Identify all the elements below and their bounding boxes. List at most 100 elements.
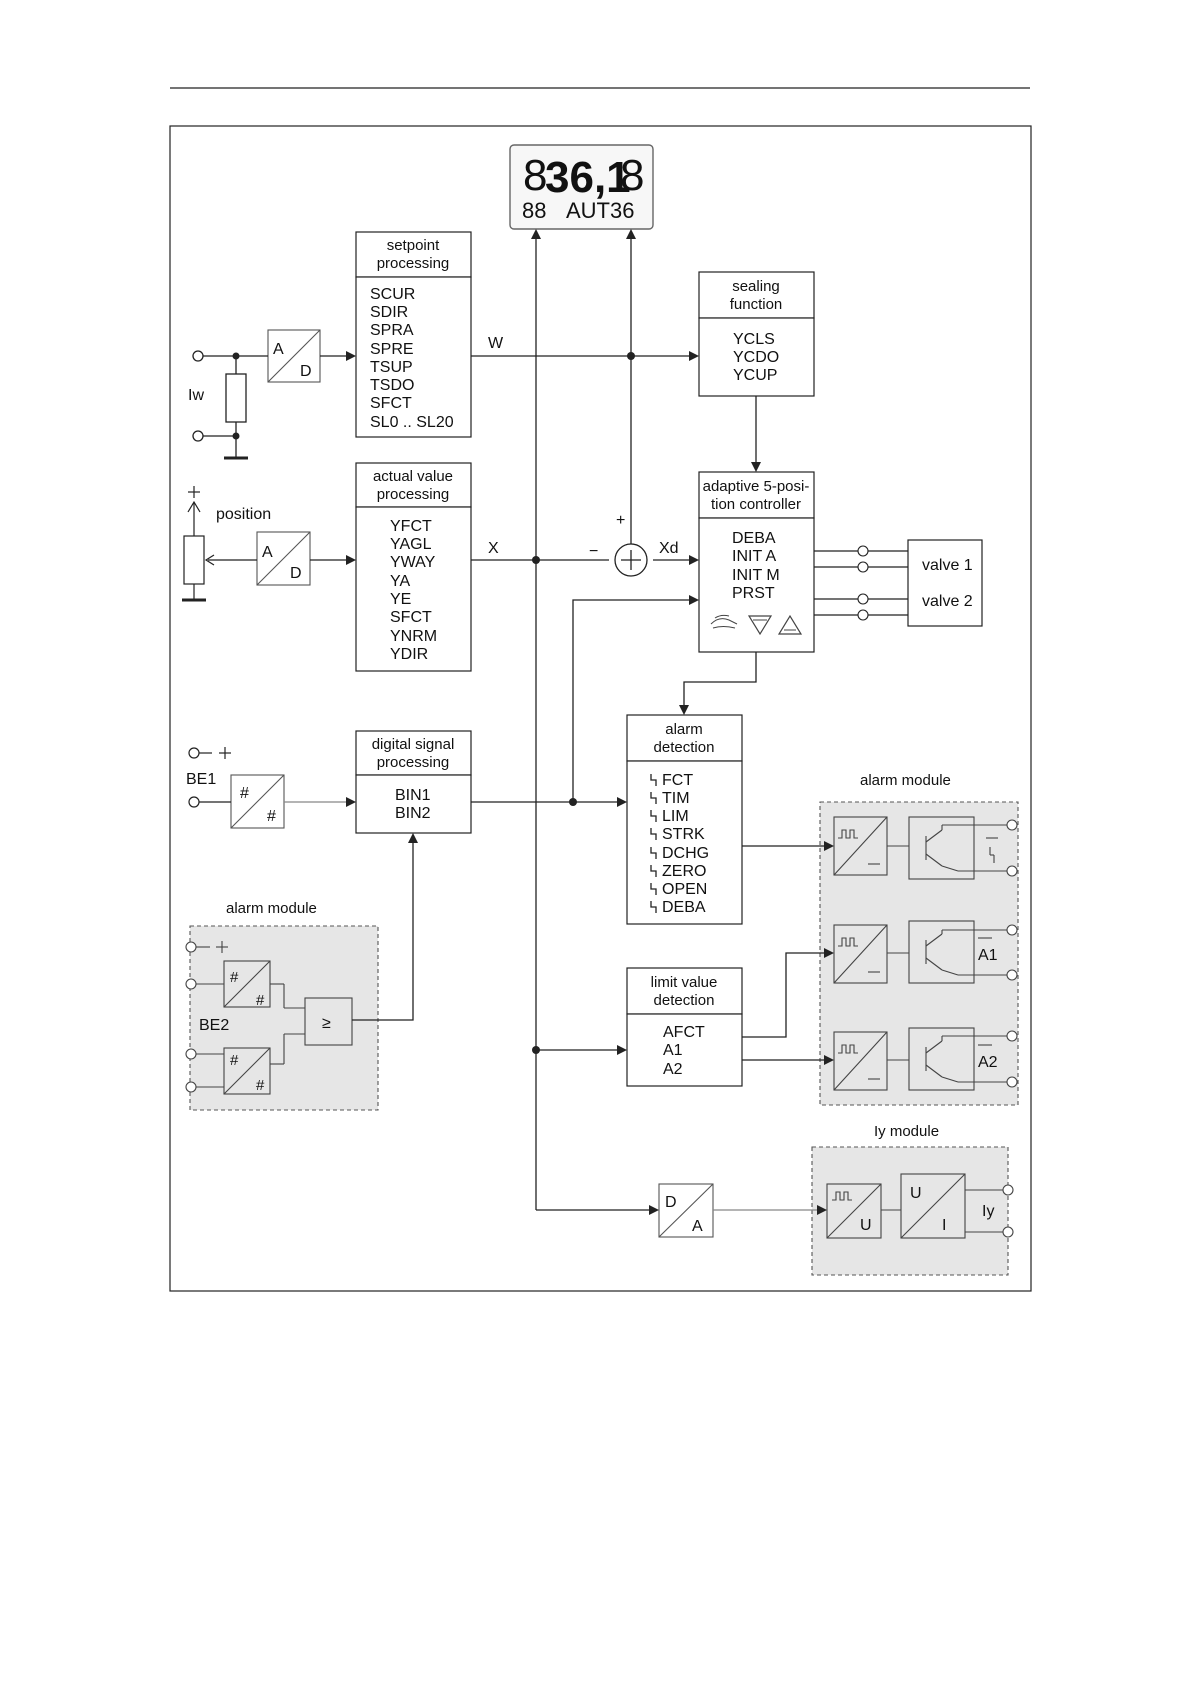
svg-text:YAGL: YAGL	[390, 536, 432, 553]
a1-output-label: A1	[978, 947, 998, 964]
svg-text:SFCT: SFCT	[390, 609, 432, 626]
svg-text:SFCT: SFCT	[370, 395, 412, 412]
da-converter-iy: D A	[658, 1183, 714, 1238]
w-label: W	[488, 335, 504, 352]
be1-input	[188, 747, 231, 808]
svg-text:sealing: sealing	[732, 278, 780, 295]
up-arrow-icon	[777, 614, 803, 635]
svg-text:valve 2: valve 2	[922, 593, 973, 610]
svg-text:D: D	[290, 565, 302, 582]
signal-lines	[284, 235, 908, 1211]
position-potentiometer	[182, 486, 257, 602]
ad-converter-position: A D	[256, 531, 311, 586]
alarm-module-right: A1 A2	[819, 801, 1019, 1106]
be2-label: BE2	[199, 1017, 229, 1034]
svg-text:SPRE: SPRE	[370, 341, 414, 358]
svg-text:processing: processing	[377, 754, 450, 771]
svg-text:processing: processing	[377, 255, 450, 272]
svg-text:#: #	[256, 992, 265, 1009]
alarm-module-right-label: alarm module	[860, 772, 951, 789]
svg-text:actual value: actual value	[373, 468, 453, 485]
svg-text:8: 8	[523, 151, 547, 200]
position-label: position	[216, 506, 271, 523]
svg-text:adaptive 5-posi-: adaptive 5-posi-	[703, 478, 810, 495]
xd-label: Xd	[659, 540, 679, 557]
iw-label: Iw	[188, 387, 204, 404]
svg-text:detection: detection	[654, 992, 715, 1009]
svg-text:TIM: TIM	[662, 790, 690, 807]
valves-block: valve 1 valve 2	[907, 539, 983, 627]
svg-text:#: #	[240, 785, 249, 802]
sealing-function-block: sealing function YCLS YCDO YCUP	[698, 271, 815, 397]
setpoint-processing-block: setpoint processing SCUR SDIR SPRA SPRE …	[355, 231, 472, 438]
svg-text:88: 88	[522, 198, 546, 223]
svg-text:PRST: PRST	[732, 585, 775, 602]
svg-text:D: D	[300, 363, 312, 380]
svg-text:8: 8	[620, 151, 644, 200]
svg-text:function: function	[730, 296, 783, 313]
svg-text:AFCT: AFCT	[663, 1024, 705, 1041]
svg-text:YWAY: YWAY	[390, 554, 436, 571]
svg-text:≥: ≥	[322, 1015, 331, 1032]
svg-text:limit value: limit value	[651, 974, 718, 991]
svg-text:OPEN: OPEN	[662, 881, 707, 898]
svg-text:YCLS: YCLS	[733, 331, 775, 348]
svg-text:BIN1: BIN1	[395, 787, 431, 804]
svg-text:INIT M: INIT M	[732, 567, 780, 584]
svg-text:U: U	[860, 1217, 872, 1234]
svg-text:tion controller: tion controller	[711, 496, 801, 513]
svg-text:YNRM: YNRM	[390, 628, 437, 645]
svg-text:D: D	[665, 1194, 677, 1211]
svg-text:setpoint: setpoint	[387, 237, 440, 254]
iy-output-label: Iy	[982, 1203, 994, 1220]
down-arrow-icon	[747, 615, 773, 636]
svg-text:A: A	[262, 544, 273, 561]
iy-module: U U I Iy	[811, 1146, 1014, 1276]
x-label: X	[488, 540, 499, 557]
junction-dots	[532, 352, 635, 1054]
svg-text:BIN2: BIN2	[395, 805, 431, 822]
svg-text:YDIR: YDIR	[390, 646, 428, 663]
svg-text:DCHG: DCHG	[662, 845, 709, 862]
svg-text:DEBA: DEBA	[662, 899, 706, 916]
iy-module-label: Iy module	[874, 1123, 939, 1140]
minus-sign: −	[589, 543, 598, 560]
adaptive-controller-block: adaptive 5-posi- tion controller DEBA IN…	[698, 471, 815, 653]
svg-text:#: #	[230, 1052, 239, 1069]
svg-text:#: #	[267, 808, 276, 825]
svg-text:#: #	[256, 1077, 265, 1094]
svg-text:digital signal: digital signal	[372, 736, 455, 753]
svg-text:TSUP: TSUP	[370, 359, 413, 376]
svg-text:A1: A1	[663, 1042, 683, 1059]
svg-text:YCDO: YCDO	[733, 349, 779, 366]
binary-converter-be1: # #	[230, 774, 285, 829]
svg-text:A: A	[692, 1218, 703, 1235]
lcd-display: 8 36,1 8 88 AUT36	[509, 144, 654, 230]
valve-terminals	[857, 545, 869, 621]
manual-hand-icon	[710, 614, 738, 629]
digital-signal-processing-block: digital signal processing BIN1 BIN2	[355, 730, 472, 834]
a2-output-label: A2	[978, 1054, 998, 1071]
plus-sign: +	[616, 512, 625, 529]
be1-label: BE1	[186, 771, 216, 788]
svg-text:#: #	[230, 969, 239, 986]
svg-text:SPRA: SPRA	[370, 322, 414, 339]
svg-text:detection: detection	[654, 739, 715, 756]
limit-value-detection-block: limit value detection AFCT A1 A2	[626, 967, 743, 1087]
svg-text:I: I	[942, 1217, 946, 1234]
svg-text:TSDO: TSDO	[370, 377, 414, 394]
alarm-detection-block: alarm detection FCT TIM LIM STRK DCHG ZE…	[626, 714, 743, 925]
figure-frame	[169, 125, 1032, 1292]
svg-text:YA: YA	[390, 573, 410, 590]
alarm-module-left-label: alarm module	[226, 900, 317, 917]
summing-junction	[614, 543, 648, 577]
svg-text:STRK: STRK	[662, 826, 705, 843]
svg-text:SDIR: SDIR	[370, 304, 408, 321]
svg-text:U: U	[910, 1185, 922, 1202]
lcd-main-value: 36,1	[545, 153, 631, 202]
actual-value-processing-block: actual value processing YFCT YAGL YWAY Y…	[355, 462, 472, 672]
svg-text:ZERO: ZERO	[662, 863, 706, 880]
svg-text:alarm: alarm	[665, 721, 703, 738]
svg-text:FCT: FCT	[662, 772, 693, 789]
